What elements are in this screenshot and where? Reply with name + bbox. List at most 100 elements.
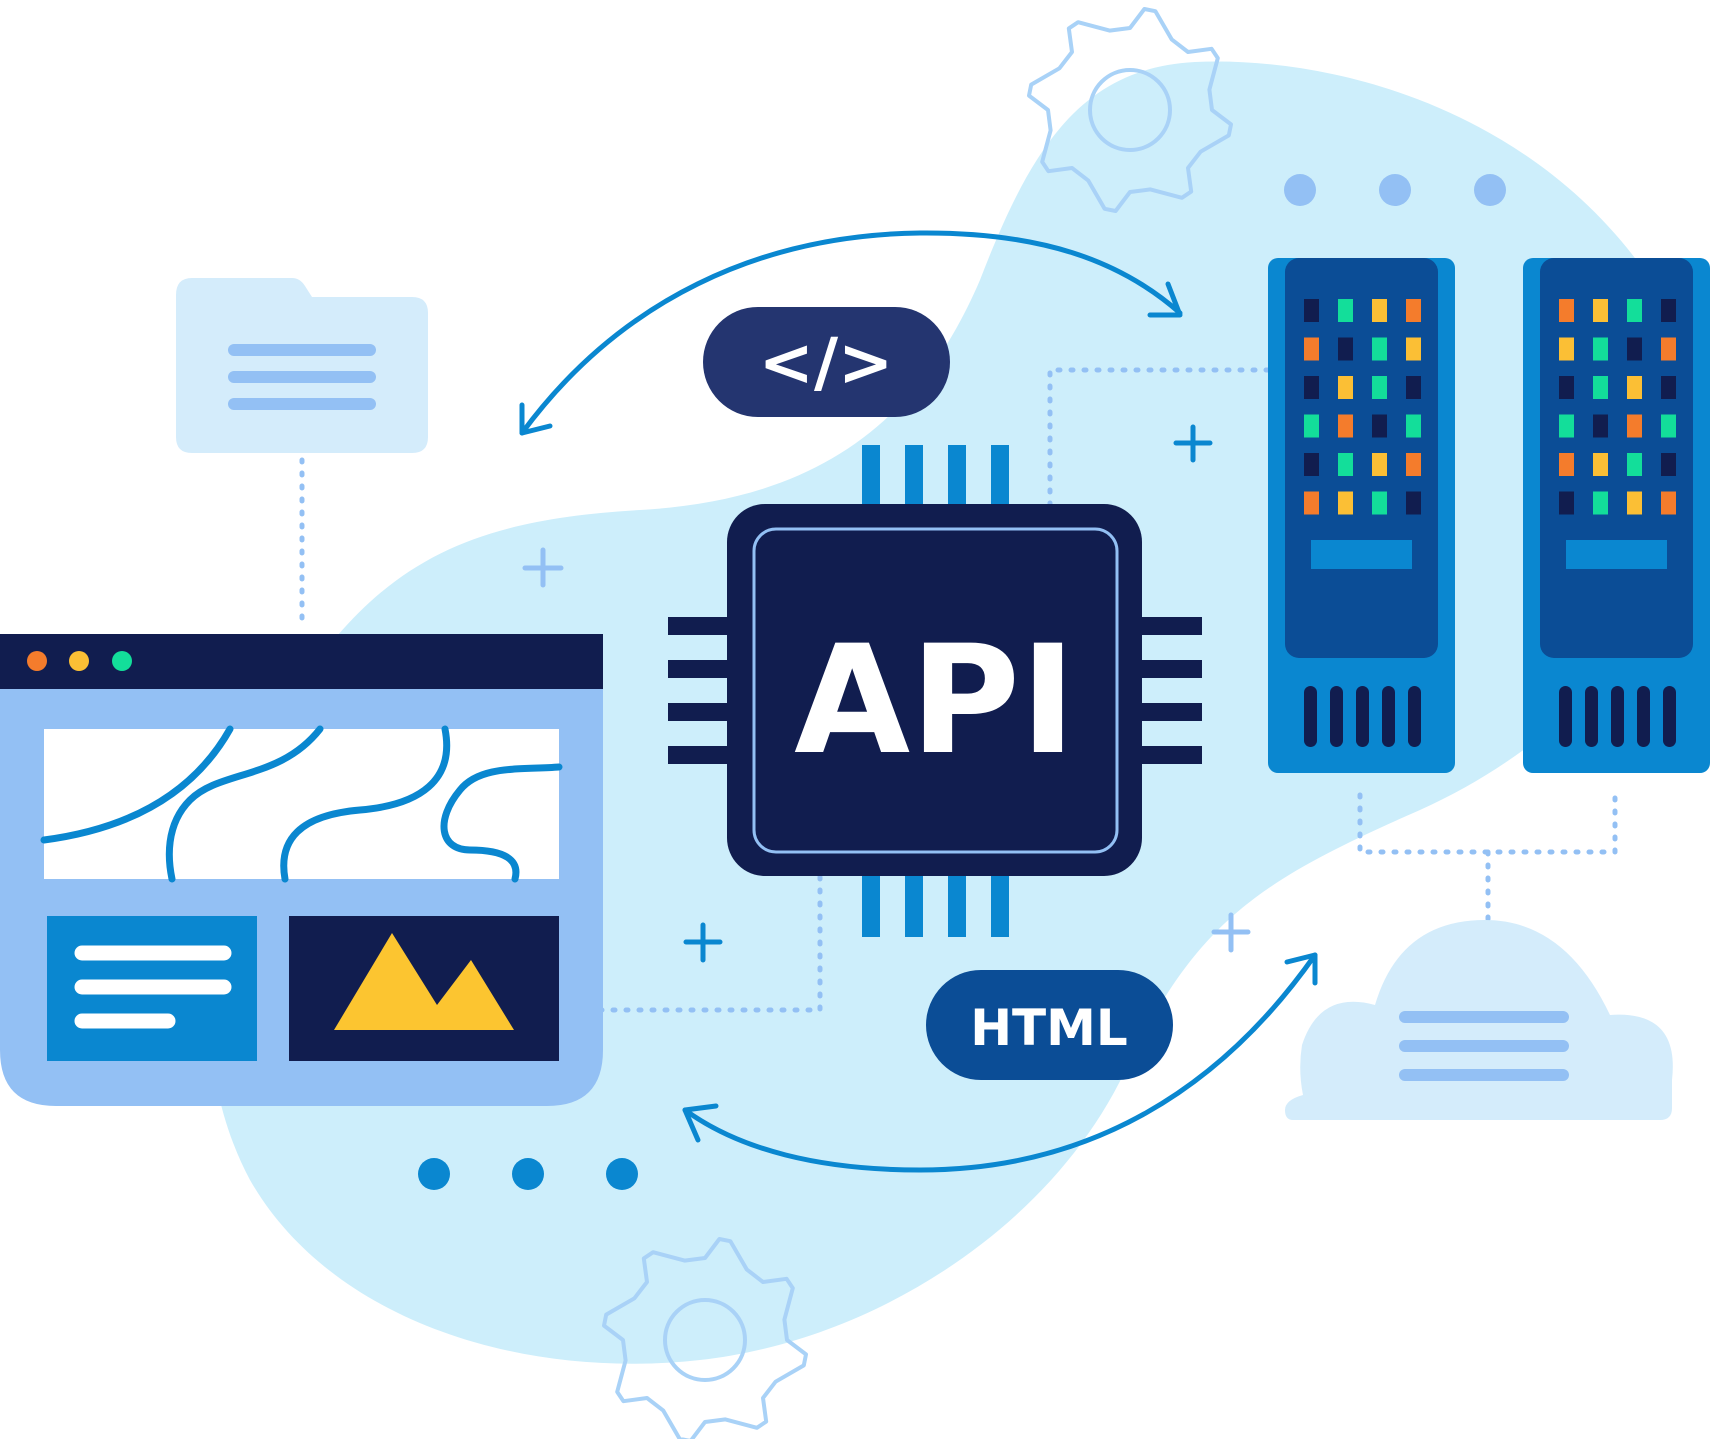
server-led: [1593, 414, 1608, 438]
server-slot: [1566, 540, 1667, 569]
browser-window-icon: [0, 634, 603, 1106]
server-led: [1338, 414, 1353, 438]
server-led: [1559, 376, 1574, 399]
arrow-bottom: [682, 952, 1318, 1173]
dot: [1474, 174, 1506, 206]
dot: [1284, 174, 1316, 206]
server-vent: [1559, 686, 1572, 747]
server-led: [1338, 376, 1353, 399]
chip-pin: [905, 445, 923, 505]
folder-icon: [176, 278, 428, 453]
server-led: [1559, 299, 1574, 322]
server-led: [1406, 337, 1421, 361]
connector-browser-chip: [597, 872, 823, 1013]
server-led: [1661, 414, 1676, 438]
gear-icon: [1027, 7, 1233, 213]
chip-pin: [1140, 660, 1202, 678]
curved-arrow-icon: [519, 230, 1318, 1173]
chip-pin: [862, 445, 880, 505]
server-led: [1593, 337, 1608, 361]
server-led: [1559, 453, 1574, 476]
server-led: [1661, 453, 1676, 476]
map-panel: [44, 729, 559, 879]
dot: [418, 1158, 450, 1190]
dot: [512, 1158, 544, 1190]
server-led: [1338, 491, 1353, 515]
server-led: [1338, 337, 1353, 361]
html-badge-label: HTML: [970, 999, 1128, 1057]
server-led: [1627, 337, 1642, 361]
server-led: [1627, 414, 1642, 438]
plus-icon: [1173, 424, 1213, 463]
gear-outline: [1027, 7, 1233, 213]
server-vent: [1585, 686, 1598, 747]
dots-bottom: [418, 1158, 638, 1190]
dots-top: [1284, 174, 1506, 206]
code-badge-label: </>: [759, 324, 894, 401]
chip-pin: [1140, 746, 1202, 764]
dot: [1379, 174, 1411, 206]
server-led: [1304, 414, 1319, 438]
server-led: [1372, 376, 1387, 399]
plus-icon: [683, 922, 723, 963]
server-led: [1559, 491, 1574, 515]
gear-outline: [602, 1237, 808, 1439]
plus-icon: [522, 547, 564, 588]
chip-pin: [991, 445, 1009, 505]
server-racks: [1268, 258, 1710, 773]
gear-hole: [1088, 68, 1172, 152]
server-led: [1372, 337, 1387, 361]
plus-signs: [522, 424, 1251, 963]
folder-body: [176, 278, 428, 453]
arrowhead: [1147, 281, 1183, 318]
server-led: [1661, 491, 1676, 515]
arrowhead: [1284, 952, 1318, 986]
server-led: [1593, 453, 1608, 476]
server-led: [1372, 414, 1387, 438]
plus-icon: [1211, 912, 1251, 953]
server-vent: [1611, 686, 1624, 747]
server-vent: [1382, 686, 1395, 747]
window-close-dot: [27, 651, 47, 671]
server-led: [1406, 414, 1421, 438]
chip-label: API: [794, 614, 1076, 788]
server-vent: [1637, 686, 1650, 747]
server-led: [1406, 376, 1421, 399]
server-led: [1372, 453, 1387, 476]
chip-pin: [948, 445, 966, 505]
server-led: [1406, 453, 1421, 476]
server-led: [1406, 491, 1421, 515]
chip-pin: [668, 617, 730, 635]
server-led: [1627, 491, 1642, 515]
server-led: [1559, 414, 1574, 438]
server-led: [1372, 299, 1387, 322]
arrow-top: [519, 230, 1183, 436]
arrowhead: [682, 1103, 719, 1143]
server-led: [1338, 453, 1353, 476]
server-led: [1627, 376, 1642, 399]
chip-pin: [1140, 703, 1202, 721]
server-vent: [1330, 686, 1343, 747]
dot: [606, 1158, 638, 1190]
server-led: [1304, 453, 1319, 476]
server-led: [1593, 491, 1608, 515]
server-slot: [1311, 540, 1412, 569]
browser-titlebar: [0, 634, 603, 689]
server-led: [1661, 337, 1676, 361]
server-rack-icon: [1268, 258, 1455, 773]
server-led: [1661, 376, 1676, 399]
window-maximize-dot: [112, 651, 132, 671]
server-led: [1661, 299, 1676, 322]
chip-pin: [1140, 617, 1202, 635]
server-vent: [1663, 686, 1676, 747]
chip-body: [727, 504, 1142, 876]
server-vent: [1408, 686, 1421, 747]
chip-pin: [668, 703, 730, 721]
chip-pin: [862, 875, 880, 937]
server-led: [1338, 299, 1353, 322]
server-led: [1593, 299, 1608, 322]
html-badge: HTML: [926, 970, 1173, 1080]
chip-pin: [948, 875, 966, 937]
gear-hole: [663, 1298, 747, 1382]
